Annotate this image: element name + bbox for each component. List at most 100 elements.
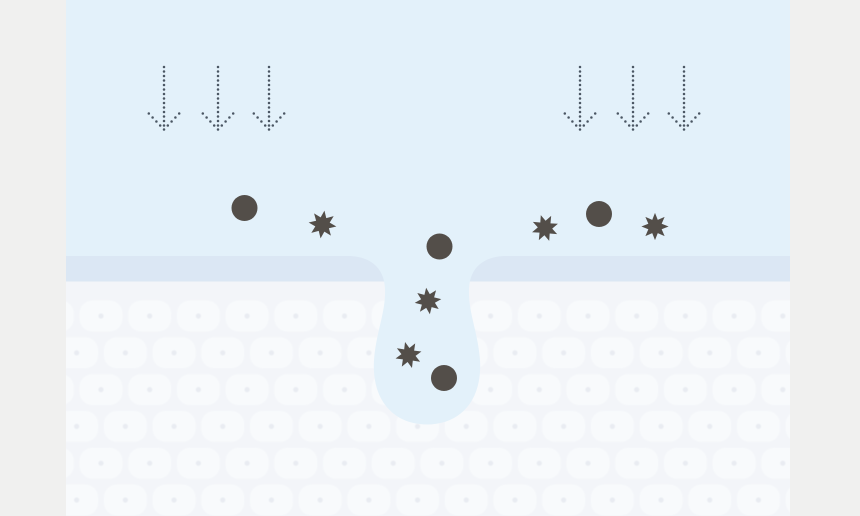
skin-cell-nucleus (195, 313, 201, 319)
skin-cell-nucleus (731, 460, 737, 466)
sky-and-pore-funnel (66, 0, 790, 425)
arrow-shaft-dot (682, 65, 686, 69)
skin-cell-nucleus (707, 423, 713, 429)
skin-cell-nucleus (317, 497, 323, 503)
skin-cell (6, 337, 49, 368)
skin-cell-nucleus (561, 497, 567, 503)
skin-cell-nucleus (98, 460, 104, 466)
skin-cell-nucleus (512, 350, 518, 356)
arrow-shaft-dot (267, 88, 271, 91)
arrow-shaft-dot (578, 74, 582, 78)
arrow-shaft-dot (162, 124, 166, 127)
skin-cell-nucleus (805, 424, 810, 429)
particle-star (308, 210, 337, 239)
arrow-shaft-dot (682, 79, 686, 82)
arrow-shaft-dot (267, 110, 271, 114)
skin-cell-nucleus (780, 313, 786, 319)
arrow-head-dot (279, 116, 282, 119)
arrow-tip-dot (631, 128, 635, 131)
arrow-shaft-dot (631, 70, 635, 73)
skin-cell-nucleus (390, 460, 396, 466)
arrow-head-dot (151, 116, 154, 119)
skin-cell-nucleus (561, 350, 567, 356)
arrow-shaft-dot (578, 101, 582, 105)
arrow-shaft-dot (162, 115, 166, 118)
skin-cell-nucleus (634, 460, 640, 466)
skin-cell-nucleus (682, 460, 689, 466)
skin-cell-nucleus (536, 387, 542, 393)
skin-cell-nucleus (25, 424, 30, 429)
skin-cell (761, 374, 790, 406)
skin-cell-nucleus (829, 313, 834, 318)
skin-cell-nucleus (98, 387, 104, 393)
arrow-head-dot (256, 116, 259, 119)
arrow-shaft-dot (267, 83, 271, 87)
skin-cell-nucleus (195, 387, 201, 393)
arrow-head-dot (678, 124, 682, 127)
skin-cell (66, 337, 99, 369)
arrow-shaft-dot (578, 110, 582, 114)
skin-cell-nucleus (658, 423, 664, 429)
skin-cell-nucleus (488, 387, 494, 393)
skin-cell-nucleus (195, 460, 201, 466)
arrow-shaft-dot (631, 92, 635, 96)
arrow-shaft-dot (216, 74, 220, 78)
arrow-shaft-dot (631, 79, 635, 82)
arrow-head-dot (574, 124, 578, 127)
skin-cell-nucleus (536, 313, 542, 319)
arrow-head-dot (667, 112, 671, 115)
skin-cell-nucleus (171, 497, 177, 503)
skin-cell-nucleus (512, 423, 518, 429)
arrow-head-dot (147, 112, 151, 115)
arrow-tip-dot (162, 128, 166, 131)
arrow-head-dot (567, 116, 570, 119)
skin-cell-nucleus (244, 387, 250, 393)
skin-cell-nucleus (220, 423, 226, 429)
skin-cell-nucleus (707, 497, 713, 503)
arrow-shaft-dot (162, 119, 166, 123)
skin-cell-nucleus (244, 460, 250, 466)
arrow-head-dot (675, 120, 678, 123)
arrow-tip-dot (216, 128, 220, 131)
arrow-shaft-dot (267, 79, 271, 82)
arrow-head-dot (671, 116, 674, 119)
arrow-shaft-dot (267, 115, 271, 118)
arrow-head-dot (170, 120, 173, 123)
arrow-shaft-dot (578, 65, 582, 69)
skin-cell-nucleus (317, 423, 323, 429)
skin-cell-nucleus (707, 350, 713, 356)
skin-cell-nucleus (512, 497, 518, 503)
arrow-shaft-dot (216, 106, 220, 109)
skin-cell-nucleus (731, 313, 737, 319)
arrow-head-dot (209, 120, 212, 123)
arrow-shaft-dot (578, 97, 582, 100)
skin-cell-nucleus (220, 350, 226, 356)
arrow-shaft-dot (162, 106, 166, 109)
arrow-shaft-dot (682, 70, 686, 73)
arrow-shaft-dot (682, 92, 686, 96)
arrow-shaft-dot (631, 65, 635, 69)
content-area (6, 0, 853, 516)
skin-cell-nucleus (268, 497, 275, 503)
arrow-shaft-dot (682, 83, 686, 87)
skin-cell-nucleus (561, 423, 567, 429)
skin-cell (810, 301, 853, 332)
skin-cell (6, 485, 49, 516)
arrow-tip-dot (578, 128, 582, 131)
arrow-shaft-dot (162, 101, 166, 105)
skin-cell-nucleus (682, 313, 689, 319)
arrow-shaft-dot (267, 74, 271, 78)
arrow-shaft-dot (162, 83, 166, 87)
skin-cell (761, 447, 790, 479)
arrow-shaft-dot (162, 92, 166, 96)
particle-star (532, 215, 558, 241)
skin-cell-nucleus (50, 313, 55, 318)
skin-cell-nucleus (805, 350, 810, 355)
dotted-arrow-left-1 (147, 65, 181, 131)
arrow-shaft-dot (216, 101, 220, 105)
arrow-head-dot (582, 124, 586, 127)
pollutant-particles (231, 195, 669, 391)
arrow-shaft-dot (267, 70, 271, 73)
arrow-shaft-dot (578, 79, 582, 82)
arrow-head-dot (686, 124, 690, 127)
